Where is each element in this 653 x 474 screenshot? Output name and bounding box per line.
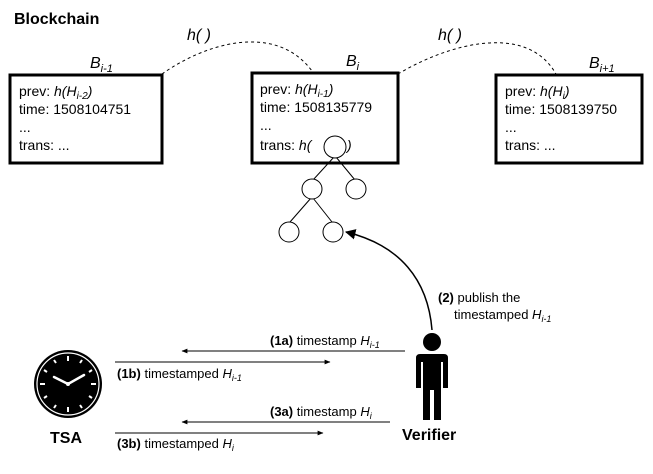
block-label: B (589, 55, 600, 72)
clock-icon (34, 350, 102, 418)
prev-line: prev: h(Hi) (505, 83, 569, 102)
time-line: time: 1508104751 (19, 101, 131, 117)
publish-arrow (344, 229, 433, 331)
trans-line: trans: h( (260, 137, 313, 153)
ellipsis-line: ... (19, 119, 31, 135)
prev-line: prev: h(Hi-2) (19, 83, 92, 102)
ellipsis-line: ... (260, 117, 272, 133)
block-label: B (90, 55, 101, 72)
block-box (494, 73, 644, 165)
merkle-node (345, 178, 367, 200)
time-line: time: 1508139750 (505, 101, 617, 117)
block-label-sub: i (357, 61, 360, 73)
merkle-tree (278, 135, 367, 243)
label-3b: (3b) timestamped Hi (117, 436, 235, 453)
merkle-root-node (323, 135, 347, 159)
merkle-leaf-node (278, 221, 300, 243)
trans-line: trans: ... (19, 137, 70, 153)
merkle-node (301, 178, 323, 200)
tsa-label: TSA (50, 430, 82, 447)
step2-line1: (2) publish the (438, 290, 520, 305)
svg-text:Bi: Bi (346, 53, 360, 73)
hash-link-2 (397, 42, 563, 89)
prev-line: prev: h(Hi-1) (260, 81, 333, 100)
svg-text:Bi+1: Bi+1 (589, 55, 615, 75)
diagram-title: Blockchain (14, 11, 99, 28)
time-line: time: 1508135779 (260, 99, 372, 115)
ellipsis-line: ... (505, 119, 517, 135)
block-b-i-minus-1: Bi-1 prev: h(Hi-2) time: 1508104751 ... … (8, 55, 164, 165)
svg-text:Bi-1: Bi-1 (90, 55, 113, 75)
hash-fn-label-2: h( ) (438, 27, 462, 44)
step2-line2: timestamped Hi-1 (454, 307, 551, 324)
block-box (8, 73, 164, 165)
label-3a: (3a) timestamp Hi (270, 404, 373, 421)
block-label: B (346, 53, 357, 70)
verifier-label: Verifier (402, 427, 456, 444)
merkle-leaf-node (322, 221, 344, 243)
hash-link-1 (161, 41, 323, 89)
hash-fn-label-1: h( ) (187, 27, 211, 44)
block-label-sub: i+1 (600, 63, 615, 75)
label-1b: (1b) timestamped Hi-1 (117, 366, 242, 383)
block-b-i-plus-1: Bi+1 prev: h(Hi) time: 1508139750 ... tr… (494, 55, 644, 165)
block-label-sub: i-1 (101, 63, 113, 75)
label-1a: (1a) timestamp Hi-1 (270, 333, 380, 350)
block-b-i: Bi prev: h(Hi-1) time: 1508135779 ... tr… (250, 53, 400, 165)
person-icon (416, 333, 448, 420)
trans-hash-close: ) (345, 137, 352, 153)
trans-line: trans: ... (505, 137, 556, 153)
